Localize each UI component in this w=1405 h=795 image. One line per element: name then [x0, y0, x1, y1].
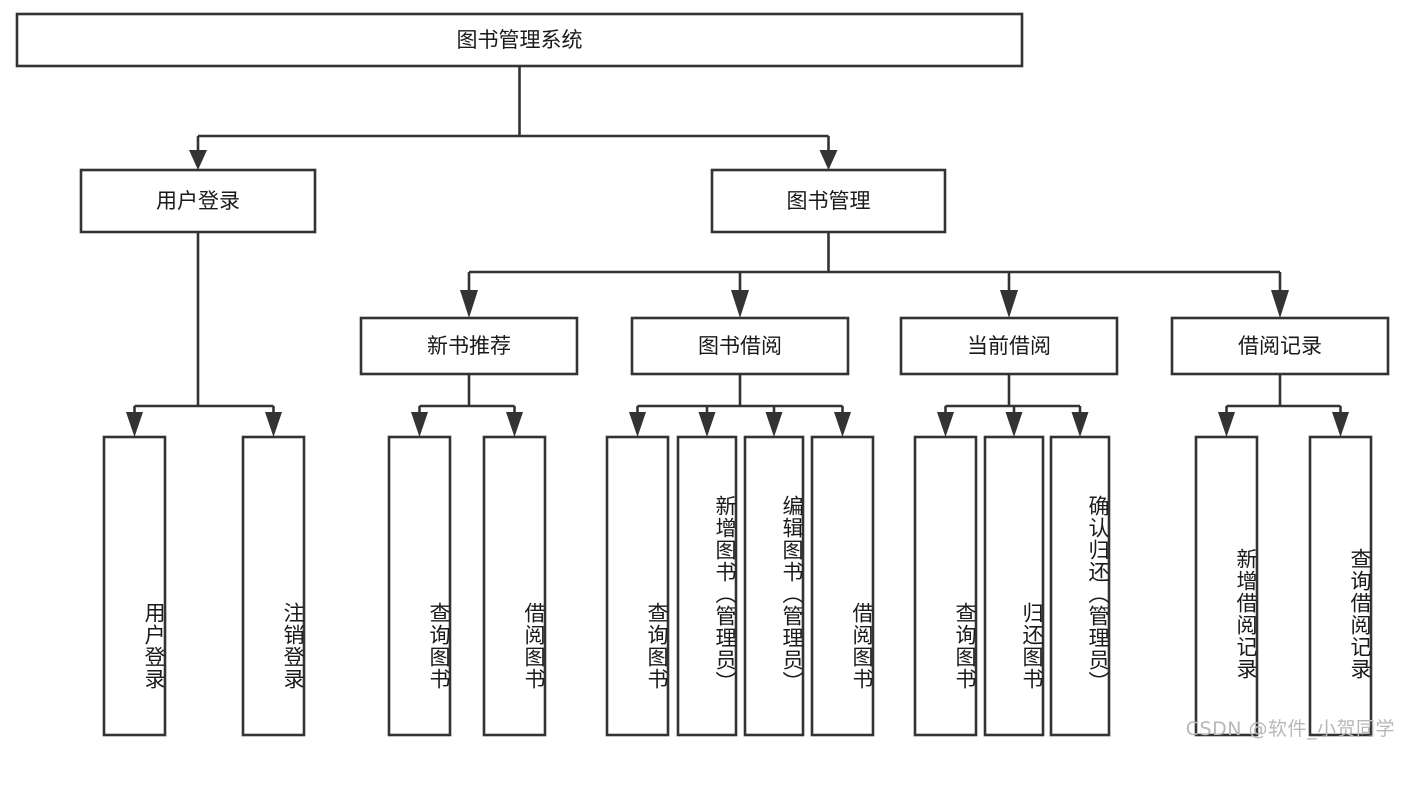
node-book-borrow-box[interactable]	[630, 316, 850, 376]
node-book-manage-box[interactable]	[710, 168, 947, 234]
leaf-box-query-book-cb[interactable]	[913, 435, 978, 737]
node-book-borrow[interactable]: 图书借阅	[630, 316, 850, 376]
leaf-box-query-book-bb[interactable]	[605, 435, 670, 737]
node-user-login[interactable]: 用户登录	[79, 168, 317, 234]
arrow-head-leaf-borrow-book-rec	[506, 412, 523, 437]
arrow-head-leaf-edit-book	[765, 412, 783, 437]
leaf-box-return-book[interactable]	[983, 435, 1045, 737]
arrow-head-borrow-record	[1271, 290, 1289, 318]
node-borrow-record[interactable]: 借阅记录	[1170, 316, 1390, 376]
leaf-box-add-book[interactable]	[676, 435, 738, 737]
node-root-label: 图书管理系统	[457, 28, 583, 52]
arrow-head-leaf-user-login	[126, 412, 143, 437]
arrow-head-leaf-query-book-cb	[937, 412, 954, 437]
arrow-head-new-book-rec	[460, 290, 478, 318]
node-current-borrow-box[interactable]	[899, 316, 1119, 376]
node-borrow-record-label: 借阅记录	[1238, 334, 1322, 358]
node-user-login-box[interactable]	[79, 168, 317, 234]
connector-layer	[126, 66, 1349, 437]
leaf-box-confirm-return[interactable]	[1049, 435, 1111, 737]
arrow-head-leaf-add-book	[698, 412, 716, 437]
leaf-box-query-record[interactable]	[1308, 435, 1373, 737]
arrow-head-leaf-query-record	[1332, 412, 1349, 437]
node-new-book-rec-label: 新书推荐	[427, 334, 511, 358]
node-book-borrow-label: 图书借阅	[698, 334, 782, 358]
node-root-box[interactable]	[15, 12, 1024, 68]
node-current-borrow[interactable]: 当前借阅	[899, 316, 1119, 376]
arrow-head-user-login	[189, 150, 207, 170]
node-root[interactable]: 图书管理系统	[15, 12, 1024, 68]
flowchart-canvas: 图书管理系统 用户登录 图书管理 新书推荐 图书借阅 当前借阅 借阅记录	[15, 12, 1394, 740]
arrow-head-leaf-return-book	[1005, 412, 1023, 437]
arrow-head-current-borrow	[1000, 290, 1018, 318]
leaf-box-query-book-rec[interactable]	[387, 435, 452, 737]
arrow-head-leaf-query-book-bb	[629, 412, 646, 437]
arrow-head-leaf-user-logout	[265, 412, 282, 437]
leaf-box-edit-book[interactable]	[743, 435, 805, 737]
node-user-login-label: 用户登录	[156, 189, 240, 213]
arrow-head-book-borrow	[731, 290, 749, 318]
node-borrow-record-box[interactable]	[1170, 316, 1390, 376]
node-book-manage-label: 图书管理	[787, 189, 871, 213]
flowchart-svg: 图书管理系统 用户登录 图书管理 新书推荐 图书借阅 当前借阅 借阅记录	[15, 12, 1390, 737]
leaf-box-layer	[102, 435, 1373, 737]
leaf-box-user-logout[interactable]	[241, 435, 306, 737]
node-new-book-rec-box[interactable]	[359, 316, 579, 376]
arrow-head-leaf-add-record	[1218, 412, 1235, 437]
arrow-head-leaf-confirm-return	[1071, 412, 1089, 437]
leaf-box-borrow-book-rec[interactable]	[482, 435, 547, 737]
arrow-head-leaf-query-book-rec	[411, 412, 428, 437]
arrow-head-book-manage	[819, 150, 838, 170]
arrow-head-leaf-borrow-book-bb	[834, 412, 851, 437]
leaf-box-user-login[interactable]	[102, 435, 167, 737]
node-current-borrow-label: 当前借阅	[967, 334, 1051, 358]
leaf-box-add-record[interactable]	[1194, 435, 1259, 737]
node-book-manage[interactable]: 图书管理	[710, 168, 947, 234]
node-new-book-rec[interactable]: 新书推荐	[359, 316, 579, 376]
leaf-box-borrow-book-bb[interactable]	[810, 435, 875, 737]
